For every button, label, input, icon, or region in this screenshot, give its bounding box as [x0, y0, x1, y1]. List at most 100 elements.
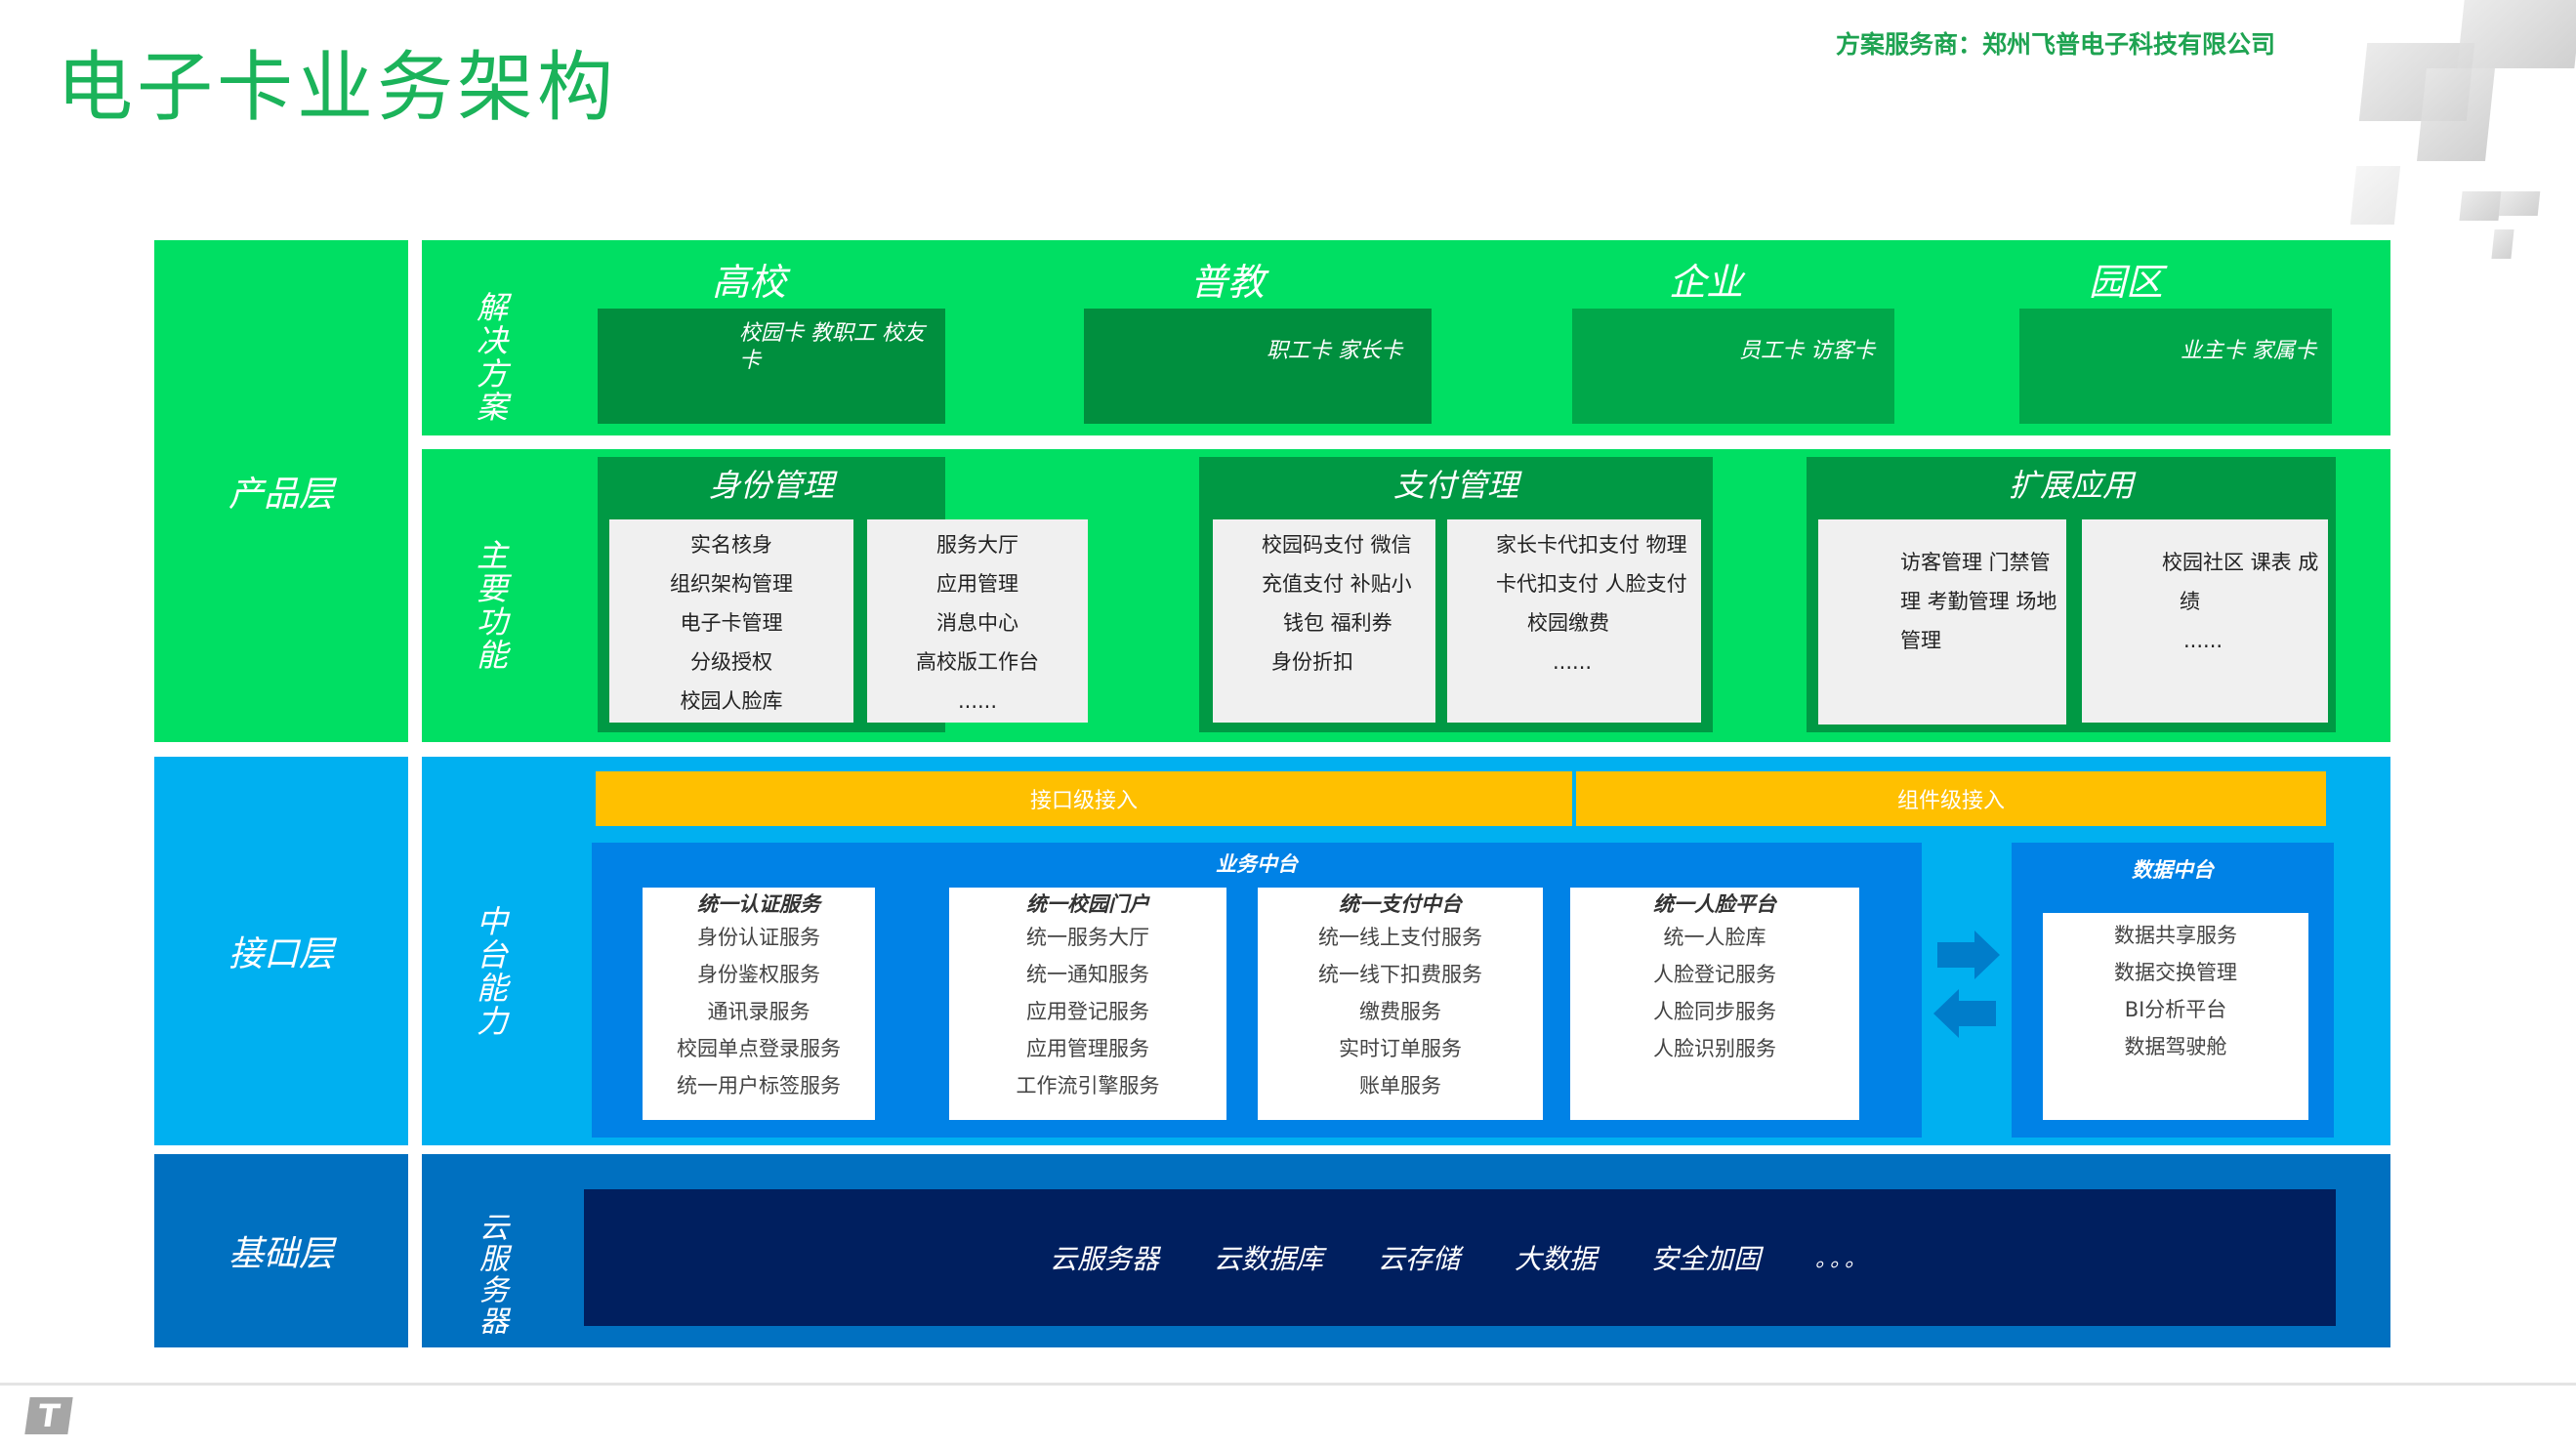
function-item: 消息中心 — [936, 611, 1018, 635]
cloud-item: 安全加固 — [1651, 1243, 1762, 1275]
function-panel: 校园码支付 微信 充值支付 补贴小 钱包 福利券 身份折扣 — [1213, 519, 1435, 723]
service-item: 应用管理服务 — [1026, 1037, 1149, 1060]
business-platform: 业务中台 统一认证服务 身份认证服务 身份鉴权服务 通讯录服务 校园单点登录服务… — [592, 843, 1922, 1138]
cloud-services-box: 云服务器 云数据库 云存储 大数据 安全加固 。。。 — [584, 1189, 2336, 1326]
function-item: 校园码支付 微信 — [1262, 533, 1412, 557]
service-item: 统一人脸库 — [1663, 926, 1766, 949]
functions-label: 主要功能 — [472, 539, 509, 672]
service-item: 账单服务 — [1359, 1074, 1441, 1097]
category-card-box: 员工卡 访客卡 — [1572, 309, 1894, 424]
service-card-title: 统一人脸平台 — [1653, 891, 1776, 916]
service-item: 人脸同步服务 — [1653, 1000, 1776, 1023]
page-title: 电子卡业务架构 — [57, 44, 618, 132]
service-item: 统一线下扣费服务 — [1318, 963, 1482, 986]
function-item: 管理 — [1900, 629, 1941, 652]
service-card: 统一校园门户 统一服务大厅 统一通知服务 应用登记服务 应用管理服务 工作流引擎… — [949, 888, 1226, 1120]
function-item: 高校版工作台 — [916, 650, 1039, 674]
function-panel: 访客管理 门禁管 理 考勤管理 场地 管理 — [1818, 519, 2066, 724]
function-group-extension: 扩展应用 访客管理 门禁管 理 考勤管理 场地 管理 校园社区 课表 成 绩 .… — [1807, 457, 2336, 732]
data-service-item: 数据交换管理 — [2114, 961, 2237, 984]
service-item: 统一服务大厅 — [1026, 926, 1149, 949]
function-panel: 校园社区 课表 成 绩 ...... — [2082, 519, 2328, 723]
service-item: 应用登记服务 — [1026, 1000, 1149, 1023]
layer-label-text: 产品层 — [228, 475, 334, 515]
function-item: 组织架构管理 — [670, 572, 793, 596]
middle-platform-label: 中台能力 — [472, 905, 509, 1038]
cloud-item: 云服务器 — [1049, 1243, 1159, 1275]
arrow-left-icon — [1933, 989, 1996, 1038]
service-item: 统一线上支付服务 — [1318, 926, 1482, 949]
function-item: 电子卡管理 — [680, 611, 783, 635]
category-card-box: 职工卡 家长卡 — [1084, 309, 1432, 424]
function-item: 卡代扣支付 人脸支付 — [1496, 572, 1687, 596]
function-item: 充值支付 补贴小 — [1262, 572, 1412, 596]
interface-access-bar: 接口级接入 — [596, 771, 1572, 826]
cloud-item: 云数据库 — [1213, 1243, 1323, 1275]
category-title: 企业 — [1668, 261, 1743, 304]
category-cards: 业主卡 家属卡 — [2181, 339, 2316, 363]
service-item: 人脸登记服务 — [1653, 963, 1776, 986]
category-title: 普教 — [1189, 261, 1265, 304]
category-title: 高校 — [711, 261, 786, 304]
solutions-row: 解决方案 高校 校园卡 教职工 校友卡 普教 职工卡 家长卡 企业 员工卡 访客… — [422, 240, 2390, 435]
cloud-item: 。。。 — [1815, 1248, 1871, 1272]
business-platform-title: 业务中台 — [1216, 851, 1298, 876]
service-item: 实时订单服务 — [1339, 1037, 1462, 1060]
service-item: 身份认证服务 — [697, 926, 820, 949]
service-item: 身份鉴权服务 — [697, 963, 820, 986]
category-card-box: 校园卡 教职工 校友卡 — [598, 309, 945, 424]
layer-label-text: 接口层 — [228, 934, 334, 974]
service-item: 缴费服务 — [1359, 1000, 1441, 1023]
layer-label-infrastructure: 基础层 — [154, 1154, 408, 1347]
service-card-title: 统一认证服务 — [697, 891, 820, 916]
category-cards: 员工卡 访客卡 — [1739, 339, 1875, 363]
service-card-title: 统一支付中台 — [1339, 891, 1462, 916]
function-item: 钱包 福利券 — [1283, 611, 1392, 635]
function-item: 应用管理 — [936, 572, 1018, 596]
middle-platform-row: 中台能力 接口级接入 组件级接入 业务中台 统一认证服务 身份认证服务 身份鉴权… — [422, 757, 2390, 1145]
data-service-card: 数据共享服务 数据交换管理 BI分析平台 数据驾驶舱 — [2043, 913, 2308, 1120]
data-platform-title: 数据中台 — [2132, 857, 2214, 882]
cloud-label: 云服务器 — [474, 1212, 508, 1337]
component-access-bar: 组件级接入 — [1576, 771, 2326, 826]
function-group-title: 扩展应用 — [2008, 467, 2134, 504]
function-panel: 实名核身 组织架构管理 电子卡管理 分级授权 校园人脸库 — [609, 519, 853, 723]
function-item: 家长卡代扣支付 物理 — [1496, 533, 1687, 557]
layer-label-text: 基础层 — [228, 1234, 334, 1274]
data-service-item: 数据驾驶舱 — [2124, 1035, 2227, 1058]
function-item: 身份折扣 — [1271, 650, 1353, 674]
logo-icon: T — [24, 1397, 73, 1434]
cloud-row: 云服务器 云服务器 云数据库 云存储 大数据 安全加固 。。。 — [422, 1154, 2390, 1347]
function-group-title: 身份管理 — [708, 467, 834, 504]
function-item: 校园社区 课表 成 — [2162, 551, 2319, 574]
layer-label-product: 产品层 — [154, 240, 408, 742]
function-item: 校园人脸库 — [680, 689, 783, 713]
function-item: ...... — [1553, 650, 1593, 674]
service-item: 人脸识别服务 — [1653, 1037, 1776, 1060]
service-item: 统一通知服务 — [1026, 963, 1149, 986]
function-group-payment: 支付管理 校园码支付 微信 充值支付 补贴小 钱包 福利券 身份折扣 家长卡代扣… — [1199, 457, 1713, 732]
function-panel: 服务大厅 应用管理 消息中心 高校版工作台 ...... — [867, 519, 1088, 723]
service-item: 通讯录服务 — [707, 1000, 810, 1023]
functions-row: 主要功能 身份管理 实名核身 组织架构管理 电子卡管理 分级授权 校园人脸库 服… — [422, 449, 2390, 742]
footer-divider — [0, 1383, 2576, 1386]
layer-label-interface: 接口层 — [154, 757, 408, 1145]
function-item: 访客管理 门禁管 — [1900, 551, 2051, 574]
category-cards: 校园卡 教职工 校友卡 — [739, 321, 925, 373]
function-item: 校园缴费 — [1527, 611, 1609, 635]
cloud-item: 大数据 — [1515, 1243, 1598, 1275]
data-service-item: BI分析平台 — [2124, 998, 2227, 1021]
function-item: 分级授权 — [690, 650, 772, 674]
service-card: 统一支付中台 统一线上支付服务 统一线下扣费服务 缴费服务 实时订单服务 账单服… — [1258, 888, 1543, 1120]
data-platform: 数据中台 数据共享服务 数据交换管理 BI分析平台 数据驾驶舱 — [2012, 843, 2334, 1138]
vendor-label: 方案服务商：郑州飞普电子科技有限公司 — [1836, 30, 2276, 59]
arrow-right-icon — [1937, 931, 2000, 979]
service-item: 工作流引擎服务 — [1016, 1074, 1160, 1097]
service-item: 校园单点登录服务 — [677, 1037, 841, 1060]
service-item: 统一用户标签服务 — [677, 1074, 841, 1097]
function-item: ...... — [957, 689, 998, 713]
service-card-title: 统一校园门户 — [1026, 891, 1149, 916]
function-item: 服务大厅 — [936, 533, 1018, 557]
category-card-box: 业主卡 家属卡 — [2019, 309, 2332, 424]
data-service-item: 数据共享服务 — [2114, 924, 2237, 947]
